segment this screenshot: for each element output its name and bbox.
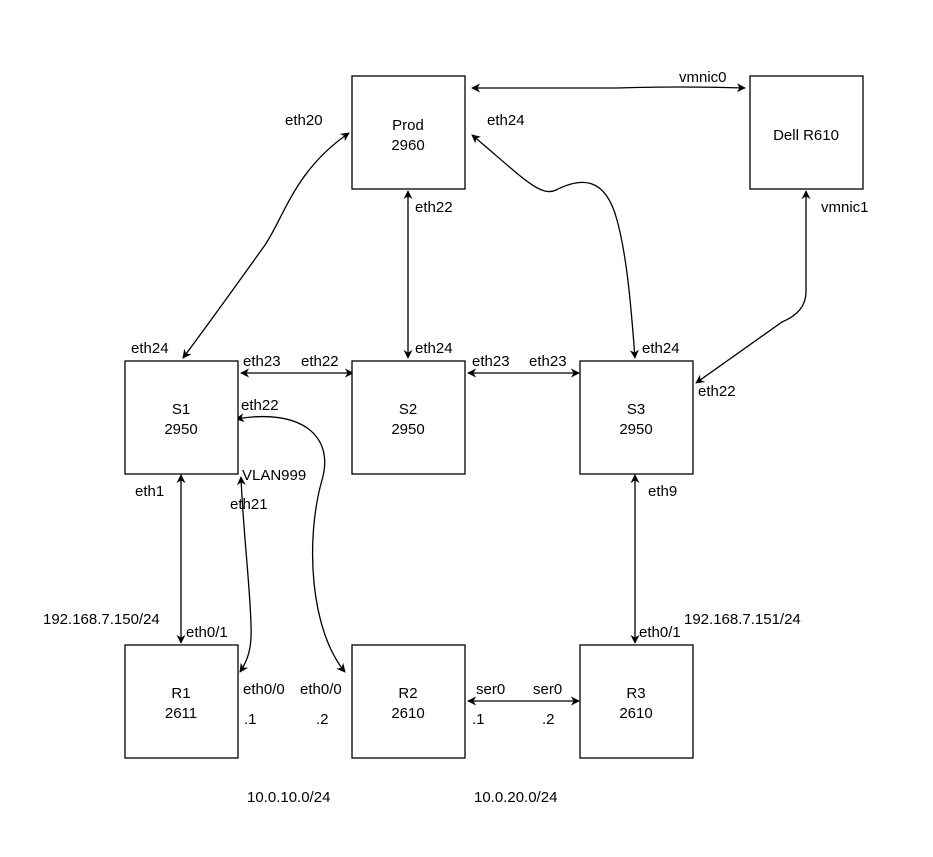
node-name: S1 [172, 401, 190, 418]
port-label: VLAN999 [242, 467, 306, 484]
node-model: 2950 [391, 421, 424, 438]
network-label: 10.0.20.0/24 [474, 789, 557, 806]
host-label: .1 [244, 711, 257, 728]
node-s3: S3 2950 [579, 360, 694, 475]
node-name: S3 [627, 401, 645, 418]
node-s2: S2 2950 [351, 360, 466, 475]
port-label: eth22 [301, 353, 339, 370]
port-label: eth23 [472, 353, 510, 370]
node-s1: S1 2950 [124, 360, 239, 475]
node-model: 2610 [619, 705, 652, 722]
port-label: eth22 [415, 199, 453, 216]
link-s1-r2 [235, 413, 346, 673]
port-label: eth0/1 [186, 624, 228, 641]
link-s1-r1-eth21 [236, 476, 252, 673]
link-prod-s1 [182, 132, 350, 359]
port-label: vmnic0 [679, 69, 727, 86]
host-label: .2 [542, 711, 555, 728]
node-r3: R3 2610 [579, 644, 694, 759]
node-dell: Dell R610 [749, 75, 864, 190]
port-label: eth9 [648, 483, 677, 500]
port-label: eth1 [135, 483, 164, 500]
node-name: Dell R610 [773, 127, 839, 144]
port-label: eth0/0 [243, 681, 285, 698]
node-r2: R2 2610 [351, 644, 466, 759]
link-dell-s3 [695, 190, 811, 384]
port-label: eth23 [529, 353, 567, 370]
node-name: R2 [398, 685, 417, 702]
node-name: R1 [171, 685, 190, 702]
ip-address-label: 192.168.7.151/24 [684, 611, 801, 628]
port-label: eth20 [285, 112, 323, 129]
port-label: eth24 [415, 340, 453, 357]
port-label: eth24 [487, 112, 525, 129]
port-label: eth24 [642, 340, 680, 357]
port-label: ser0 [476, 681, 505, 698]
node-prod: Prod 2960 [351, 75, 466, 190]
node-name: Prod [392, 117, 424, 134]
node-model: 2611 [165, 705, 197, 722]
node-model: 2950 [619, 421, 652, 438]
ip-address-label: 192.168.7.150/24 [43, 611, 160, 628]
node-name: R3 [626, 685, 645, 702]
node-model: 2950 [164, 421, 197, 438]
node-r1: R1 2611 [124, 644, 239, 759]
port-label: eth24 [131, 340, 169, 357]
port-label: vmnic1 [821, 199, 869, 216]
port-label: eth22 [698, 383, 736, 400]
node-name: S2 [399, 401, 417, 418]
link-prod-dell [471, 83, 746, 93]
port-label: eth23 [243, 353, 281, 370]
port-label: eth0/0 [300, 681, 342, 698]
port-label: eth21 [230, 496, 268, 513]
node-model: 2610 [391, 705, 424, 722]
host-label: .1 [472, 711, 485, 728]
port-label: eth22 [241, 397, 279, 414]
link-prod-s3 [471, 134, 639, 359]
node-model: 2960 [391, 137, 424, 154]
port-label: eth0/1 [639, 624, 681, 641]
host-label: .2 [316, 711, 329, 728]
port-label: ser0 [533, 681, 562, 698]
network-label: 10.0.10.0/24 [247, 789, 330, 806]
